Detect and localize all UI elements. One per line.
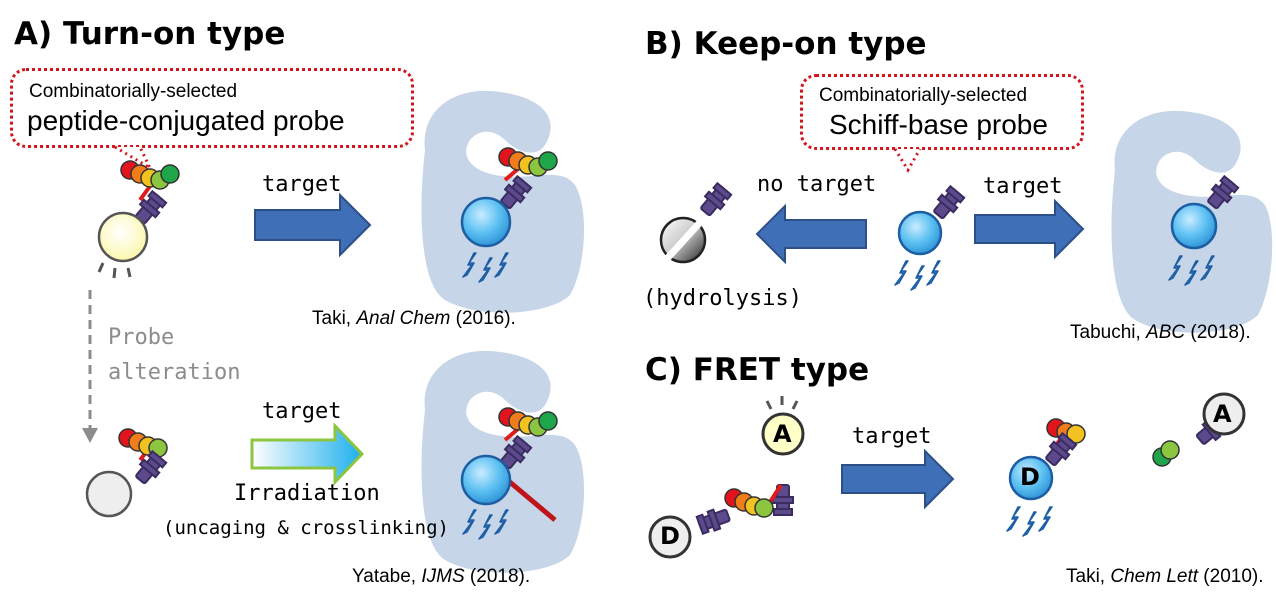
callout-small-text: Combinatorially-selected <box>819 85 1028 106</box>
acceptor-glow <box>765 396 799 410</box>
heading-fret: C) FRET type <box>645 352 870 388</box>
label-irradiation: Irradiation <box>234 481 380 506</box>
probe-b-hydrolyzed <box>659 181 733 265</box>
acceptor-letter-before: A <box>773 420 792 448</box>
label-probe: Probe <box>108 325 175 350</box>
label-target-a1: target <box>262 172 342 197</box>
label-alteration: alteration <box>108 360 241 385</box>
label-hydrolysis: (hydrolysis) <box>643 286 802 311</box>
heading-keep-on: B) Keep-on type <box>645 26 927 62</box>
probe-a-crosslinked <box>460 407 558 540</box>
arrow-probe-alteration <box>82 290 98 443</box>
arrow-target-c <box>841 448 955 510</box>
citation-b: Tabuchi, ABC (2018). <box>1070 322 1251 343</box>
callout-big-text: Schiff-base probe <box>829 109 1048 140</box>
probe-a-altered <box>85 428 168 518</box>
arrow-irradiation <box>250 422 365 486</box>
label-no-target: no target <box>757 172 877 197</box>
citation-c: Taki, Chem Lett (2010). <box>1066 566 1264 587</box>
fret-pair-before <box>648 412 805 559</box>
probe-b-bound <box>1168 174 1240 286</box>
label-target-a2: target <box>262 399 342 424</box>
fret-donor-after <box>1006 418 1086 537</box>
fret-acceptor-after <box>1152 392 1246 467</box>
citation-a1: Taki, Anal Chem (2016). <box>312 308 516 329</box>
probe-b-free <box>894 184 966 291</box>
callout-small-text: Combinatorially-selected <box>29 81 238 102</box>
arrow-target-b <box>974 198 1085 260</box>
callout-peptide-probe: Combinatorially-selected peptide-conjuga… <box>10 68 414 148</box>
probe-a-free <box>97 160 180 279</box>
label-target-b: target <box>983 174 1063 199</box>
donor-letter-after: D <box>1020 463 1040 491</box>
label-uncaging: (uncaging & crosslinking) <box>163 517 449 539</box>
donor-letter-before: D <box>660 522 680 550</box>
callout-big-text: peptide-conjugated probe <box>27 105 345 136</box>
arrow-no-target <box>755 203 867 265</box>
probe-a-bound <box>460 147 558 283</box>
heading-turn-on: A) Turn-on type <box>14 16 286 52</box>
label-target-c: target <box>852 424 932 449</box>
arrow-target-a1 <box>254 192 372 258</box>
citation-a2: Yatabe, IJMS (2018). <box>352 566 531 587</box>
callout-schiff-base-probe: Combinatorially-selected Schiff-base pro… <box>800 74 1084 150</box>
acceptor-letter-after: A <box>1213 400 1232 428</box>
